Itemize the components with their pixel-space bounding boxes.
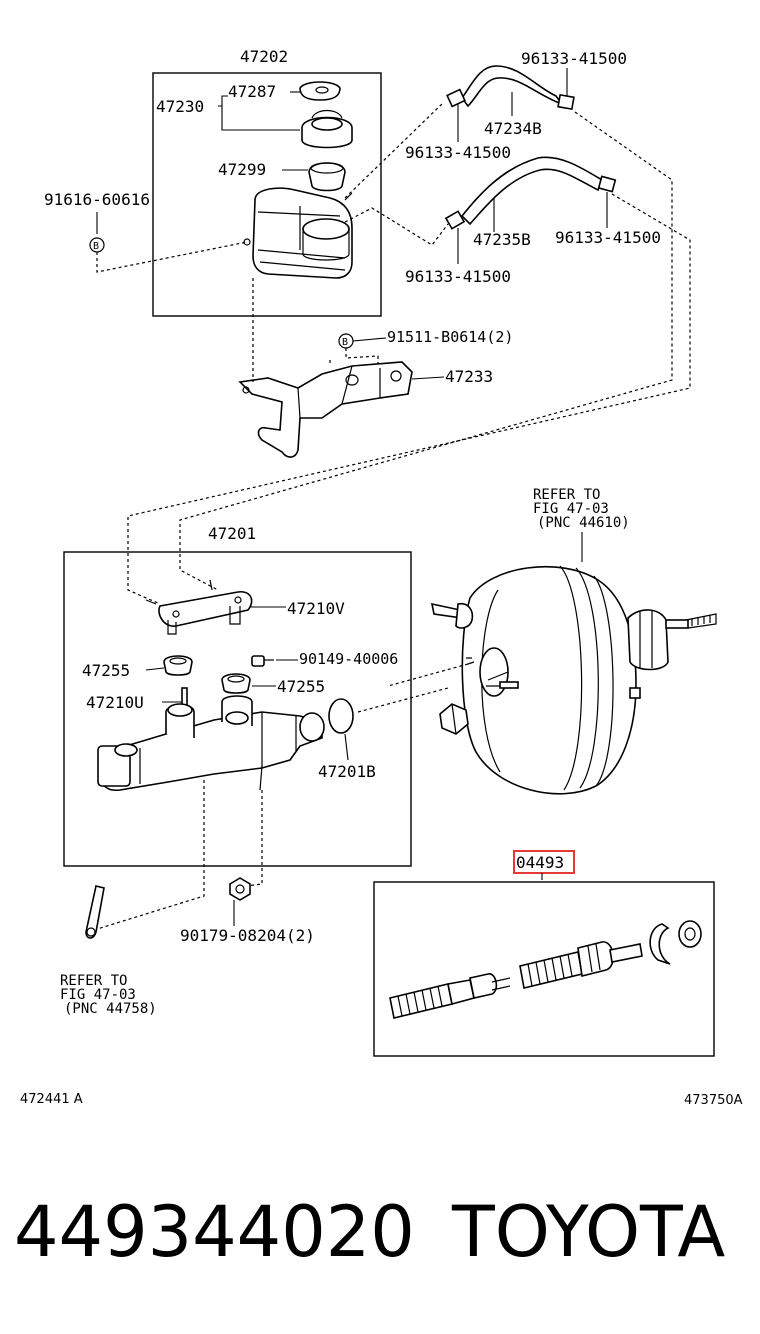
label-91616: 91616-60616 <box>44 190 150 209</box>
footer-part-number: 449344020 <box>14 1191 415 1273</box>
repair-kit-spring-left <box>389 973 511 1019</box>
label-91511: 91511-B0614(2) <box>387 328 513 346</box>
label-47201B: 47201B <box>318 762 376 781</box>
label-47287: 47287 <box>228 82 276 101</box>
figure-code-right: 473750A <box>684 1093 743 1108</box>
grommet-right <box>221 673 251 694</box>
refer-booster-line1: REFER TO <box>533 487 600 503</box>
repair-kit-snap-ring <box>649 923 671 965</box>
master-cylinder-body <box>97 695 325 792</box>
refer-booster-line2: FIG 47-03 <box>533 501 609 517</box>
figure-code-left: 472441 A <box>20 1092 83 1107</box>
refer-booster-line3: (PNC 44610) <box>537 515 630 531</box>
repair-kit-box <box>373 881 715 1057</box>
label-47255-left: 47255 <box>82 661 130 680</box>
callout-b-91511: B <box>338 333 354 349</box>
repair-kit-washer <box>678 920 702 948</box>
svg-text:B: B <box>342 337 348 348</box>
label-96133-lower: 96133-41500 <box>405 267 511 286</box>
master-cylinder-box <box>63 551 412 867</box>
pedal-lever <box>85 885 105 939</box>
label-47233: 47233 <box>445 367 493 386</box>
reservoir-bracket <box>238 361 413 458</box>
label-47230: 47230 <box>156 97 204 116</box>
reservoir-hose-lower <box>444 156 617 230</box>
label-96133-top: 96133-41500 <box>521 49 627 68</box>
mounting-nut <box>229 877 251 901</box>
label-47235B: 47235B <box>473 230 531 249</box>
route-line-upper <box>344 101 445 199</box>
label-47210V: 47210V <box>287 599 345 618</box>
reservoir-tank <box>243 187 353 279</box>
reservoir-hose-upper <box>446 65 575 111</box>
reservoir-filter-gasket <box>299 81 341 101</box>
refer-pedal-line3: (PNC 44758) <box>64 1001 157 1017</box>
label-90149: 90149-40006 <box>299 650 398 668</box>
reservoir-group-box <box>152 72 382 317</box>
label-90179: 90179-08204(2) <box>180 926 315 945</box>
svg-text:B: B <box>93 241 99 252</box>
label-04493: 04493 <box>516 853 564 872</box>
refer-pedal-line2: FIG 47-03 <box>60 987 136 1003</box>
footer-brand: TOYOTA <box>451 1191 725 1273</box>
label-47299: 47299 <box>218 160 266 179</box>
label-47202: 47202 <box>240 47 288 66</box>
refer-pedal-line1: REFER TO <box>60 973 127 989</box>
master-cylinder-plate <box>145 579 253 635</box>
label-96133-right: 96133-41500 <box>555 228 661 247</box>
repair-kit-piston <box>519 941 643 989</box>
master-cylinder-screw <box>251 655 274 667</box>
reservoir-cap <box>301 109 353 149</box>
label-47201: 47201 <box>208 524 256 543</box>
label-96133-left: 96133-41500 <box>405 143 511 162</box>
label-47210U: 47210U <box>86 693 144 712</box>
o-ring <box>328 698 354 734</box>
callout-b-91616: B <box>89 237 105 253</box>
grommet-left <box>163 655 193 676</box>
label-47255-right: 47255 <box>277 677 325 696</box>
label-47234B: 47234B <box>484 119 542 138</box>
brake-booster <box>430 565 717 795</box>
reservoir-strainer <box>308 162 346 192</box>
part-highlight-box <box>513 850 575 874</box>
